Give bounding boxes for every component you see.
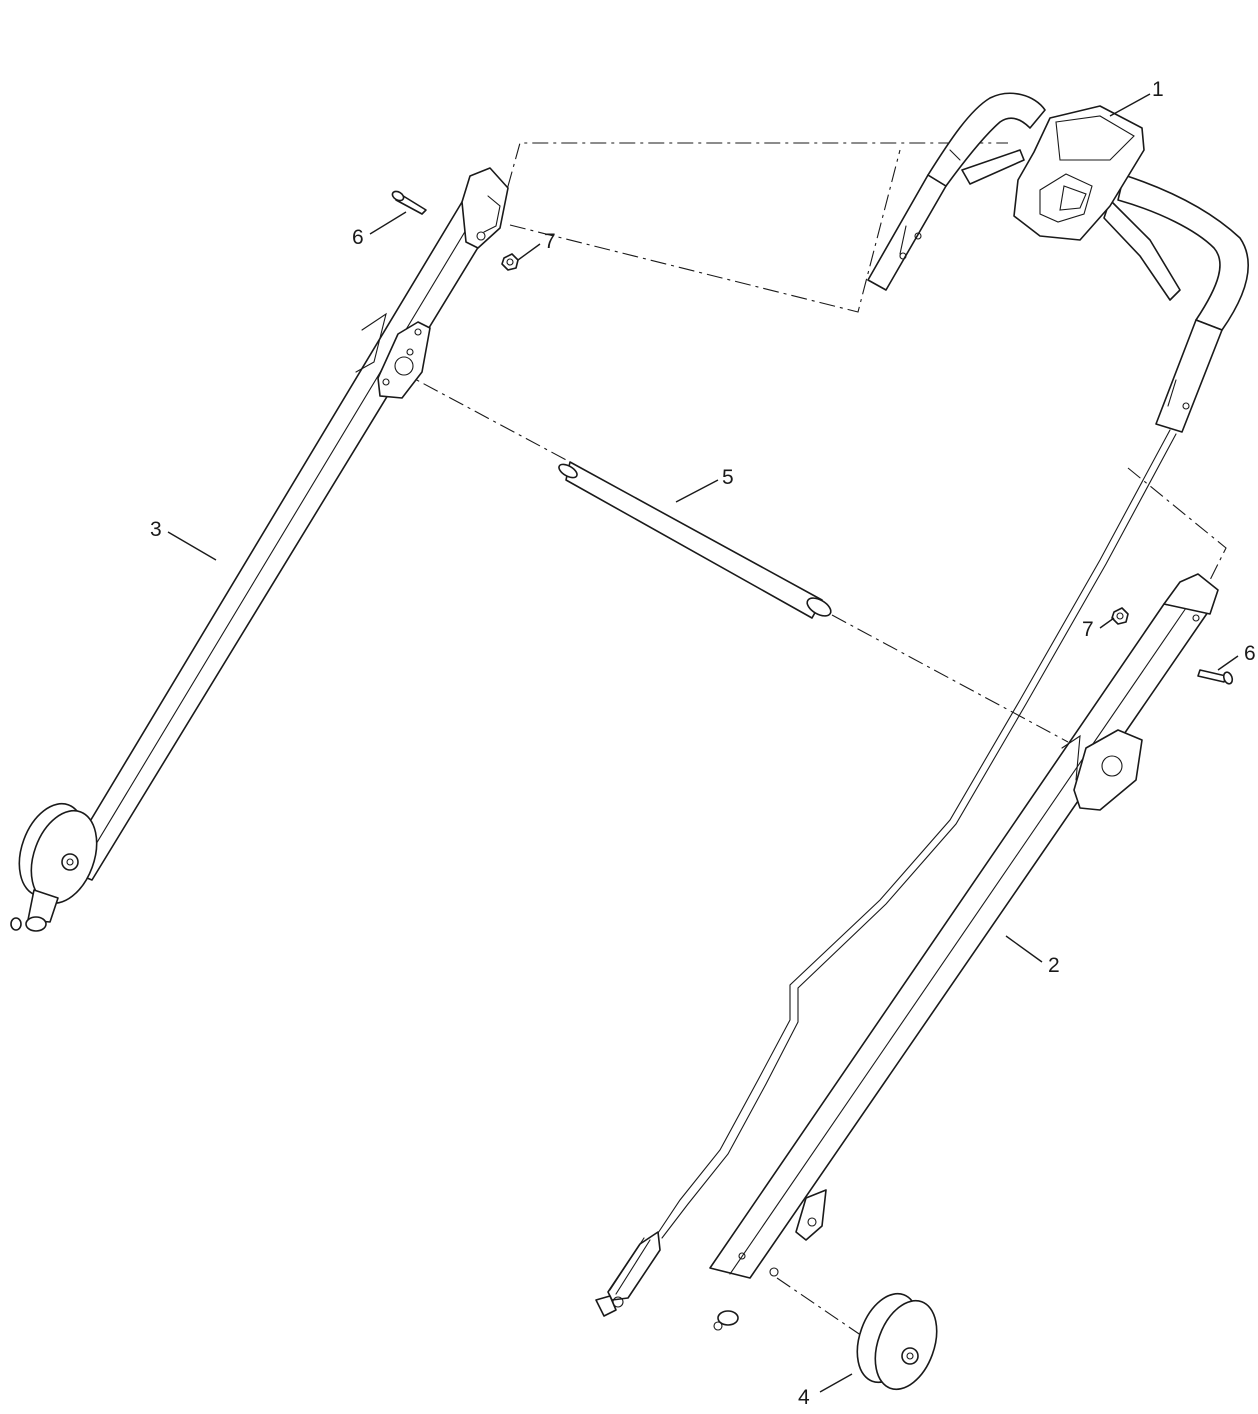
right-wheel <box>856 1292 938 1391</box>
callout-7-right: 7 <box>1082 618 1094 641</box>
callout-1: 1 <box>1152 78 1164 101</box>
upper-handle <box>867 92 1250 433</box>
assembly-lines <box>397 142 1227 1341</box>
callout-7-left: 7 <box>544 230 556 253</box>
fasteners <box>391 190 1234 685</box>
callout-5: 5 <box>722 466 734 489</box>
left-lower-handle <box>61 167 509 881</box>
cross-tube <box>558 461 832 619</box>
callout-6-left: 6 <box>352 226 364 249</box>
leader-lines <box>167 93 1239 1393</box>
callout-6-right: 6 <box>1244 642 1256 665</box>
callout-3: 3 <box>150 518 162 541</box>
left-wheel <box>10 802 98 932</box>
control-cable <box>595 429 1177 1317</box>
callout-2: 2 <box>1048 954 1060 977</box>
callout-4: 4 <box>798 1386 810 1409</box>
right-lower-handle <box>709 573 1219 1331</box>
callouts: 1 2 3 4 5 6 6 7 7 <box>150 78 1256 1409</box>
